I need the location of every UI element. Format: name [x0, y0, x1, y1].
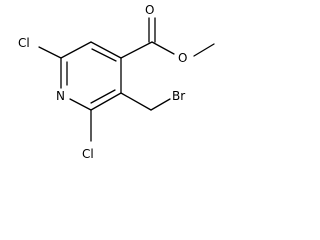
atom-n-ring: N: [56, 89, 65, 103]
structure-diagram: O O N Cl Cl Br: [18, 3, 215, 161]
bond-c2-c3: [60, 41, 92, 59]
bond-c2-cl: [38, 46, 62, 59]
bond-c4-ccarbonyl: [120, 41, 153, 59]
bond-c3-c4-double: [91, 48, 117, 62]
structure-canvas: O O N Cl Cl Br: [18, 3, 215, 161]
bond-oester-methyl: [193, 43, 215, 57]
atom-br: Br: [172, 89, 185, 103]
bond-c-oester: [151, 41, 175, 55]
bond-c6-n: [69, 98, 92, 111]
bond-c5-c6: [90, 92, 122, 111]
atom-o-carbonyl: O: [145, 3, 154, 17]
bond-c3-c4: [90, 41, 122, 59]
pyridine-ring: [60, 41, 122, 111]
bond-c5-c6-double: [90, 89, 116, 104]
bond-c5-ch2: [120, 92, 152, 111]
atom-cl-bottom: Cl: [82, 147, 94, 161]
atom-o-ester: O: [178, 51, 187, 65]
bond-ch2-br: [150, 98, 171, 111]
atom-cl-top: Cl: [18, 36, 30, 50]
